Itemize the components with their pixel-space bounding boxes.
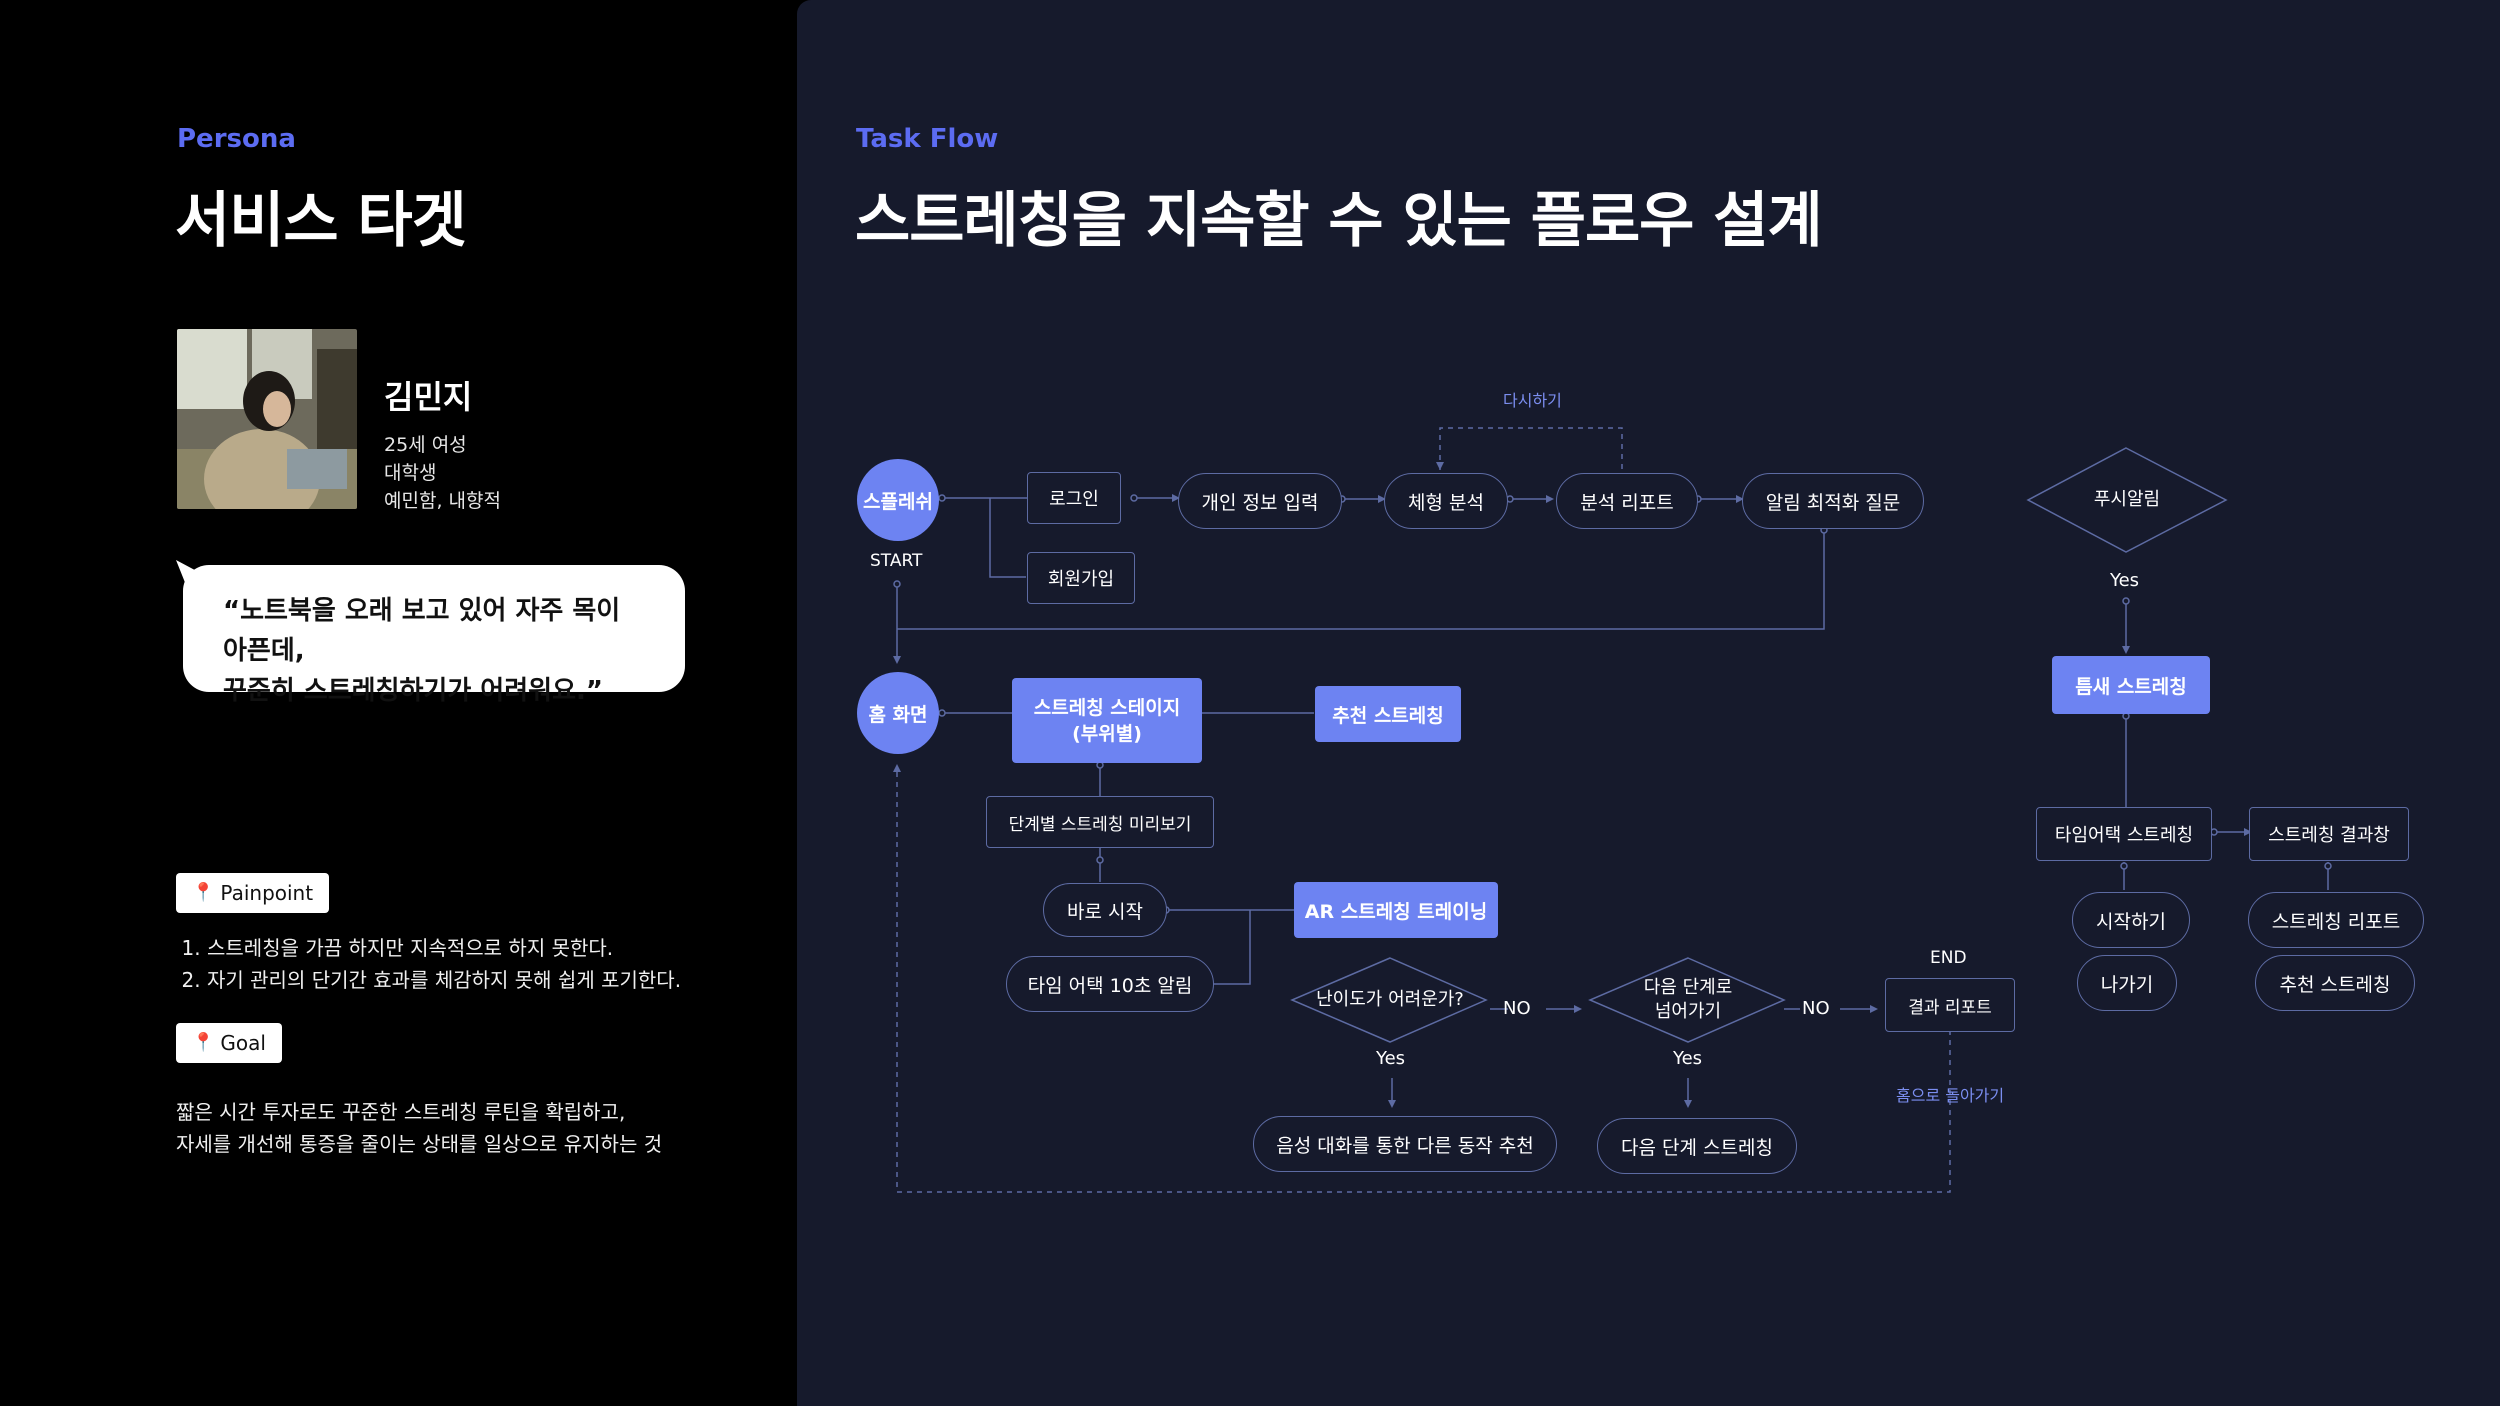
painpoint-label: Painpoint	[220, 881, 314, 905]
push-diamond	[2026, 447, 2228, 553]
goal-label: Goal	[220, 1031, 266, 1055]
goal-line-2: 자세를 개선해 통증을 줄이는 상태를 일상으로 유지하는 것	[176, 1132, 663, 1156]
retry-label: 다시하기	[1503, 391, 1562, 410]
goal-line-1: 짧은 시간 투자로도 꾸준한 스트레칭 루틴을 확립하고,	[176, 1100, 626, 1124]
next-step-diamond	[1588, 957, 1786, 1043]
stretch-report-node[interactable]: 스트레칭 리포트	[2248, 892, 2424, 948]
exit-node[interactable]: 나가기	[2077, 955, 2177, 1011]
no-label-1: NO	[1503, 998, 1531, 1019]
timeattack-alarm-node[interactable]: 타임 어택 10초 알림	[1006, 956, 1214, 1012]
preview-node[interactable]: 단계별 스트레칭 미리보기	[986, 796, 1214, 848]
yes-label-1: Yes	[1376, 1048, 1406, 1069]
stage-line-1: 스트레칭 스테이지	[1033, 696, 1181, 719]
painpoint-item: 자기 관리의 단기간 효과를 체감하지 못해 쉽게 포기한다.	[207, 964, 681, 996]
splash-node[interactable]: 스플레쉬	[857, 459, 939, 541]
persona-name: 김민지	[384, 378, 473, 416]
pin-icon: 📍	[192, 882, 215, 903]
yes-label-2: Yes	[1673, 1048, 1703, 1069]
home-node[interactable]: 홈 화면	[857, 672, 939, 754]
persona-age: 25세 여성	[384, 434, 467, 456]
stretch-result-node[interactable]: 스트레칭 결과창	[2249, 807, 2409, 861]
persona-quote: “노트북을 오래 보고 있어 자주 목이 아픈데, 꾸준히 스트레칭하기가 어려…	[183, 565, 685, 706]
timeattack-stretch-node[interactable]: 타임어택 스트레칭	[2036, 807, 2212, 861]
stage-node[interactable]: 스트레칭 스테이지 (부위별)	[1012, 678, 1202, 763]
taskflow-eyebrow: Task Flow	[856, 124, 999, 154]
end-label: END	[1930, 948, 1967, 968]
persona-eyebrow: Persona	[177, 124, 296, 154]
yes-label-3: Yes	[2110, 570, 2140, 591]
painpoint-tag: 📍 Painpoint	[176, 873, 330, 913]
no-label-2: NO	[1802, 998, 1830, 1019]
goal-text: 짧은 시간 투자로도 꾸준한 스트레칭 루틴을 확립하고, 자세를 개선해 통증…	[176, 1096, 662, 1160]
start-label: START	[870, 551, 923, 571]
login-node[interactable]: 로그인	[1027, 472, 1121, 524]
ar-training-node[interactable]: AR 스트레칭 트레이닝	[1294, 882, 1498, 938]
analysis-report-node[interactable]: 분석 리포트	[1556, 473, 1698, 529]
painpoint-item: 스트레칭을 가끔 하지만 지속적으로 하지 못한다.	[207, 932, 681, 964]
personal-info-node[interactable]: 개인 정보 입력	[1178, 473, 1342, 529]
persona-traits: 예민함, 내향적	[384, 490, 501, 512]
go-home-label: 홈으로 돌아가기	[1896, 1086, 2005, 1105]
difficulty-diamond	[1290, 957, 1488, 1043]
difficulty-text: 난이도가 어려운가?	[1316, 989, 1464, 1010]
pin-icon: 📍	[192, 1032, 215, 1053]
persona-info: 25세 여성 대학생 예민함, 내향적	[384, 431, 501, 515]
quote-line-1: “노트북을 오래 보고 있어 자주 목이 아픈데,	[223, 596, 621, 666]
voice-recommend-node[interactable]: 음성 대화를 통한 다른 동작 추천	[1253, 1116, 1557, 1172]
taskflow-title: 스트레칭을 지속할 수 있는 플로우 설계	[855, 186, 1823, 256]
spare-stretch-node[interactable]: 틈새 스트레칭	[2052, 656, 2210, 714]
next-step-q-line-2: 넘어가기	[1654, 1001, 1722, 1022]
goal-tag: 📍 Goal	[176, 1023, 282, 1063]
begin-node[interactable]: 시작하기	[2072, 892, 2190, 948]
quote-line-2: 꾸준히 스트레칭하기가 어려워요.”	[223, 676, 603, 706]
painpoint-list: 스트레칭을 가끔 하지만 지속적으로 하지 못한다. 자기 관리의 단기간 효과…	[177, 932, 681, 996]
persona-title: 서비스 타겟	[175, 186, 467, 256]
body-analysis-node[interactable]: 체형 분석	[1384, 473, 1508, 529]
signup-node[interactable]: 회원가입	[1027, 552, 1135, 604]
next-step-question: 다음 단계로 넘어가기	[1590, 972, 1786, 1028]
result-report-node[interactable]: 결과 리포트	[1885, 978, 2015, 1032]
push-text: 푸시알림	[2093, 489, 2161, 510]
next-step-node[interactable]: 다음 단계 스트레칭	[1597, 1118, 1797, 1174]
stage-line-2: (부위별)	[1072, 722, 1142, 745]
next-step-q-line-1: 다음 단계로	[1643, 977, 1733, 998]
persona-occupation: 대학생	[384, 462, 437, 484]
persona-photo	[177, 329, 357, 509]
alarm-question-node[interactable]: 알림 최적화 질문	[1742, 473, 1924, 529]
recommend-stretch-node[interactable]: 추천 스트레칭	[2255, 955, 2415, 1011]
recommend-node[interactable]: 추천 스트레칭	[1315, 686, 1461, 742]
start-now-node[interactable]: 바로 시작	[1043, 883, 1167, 937]
